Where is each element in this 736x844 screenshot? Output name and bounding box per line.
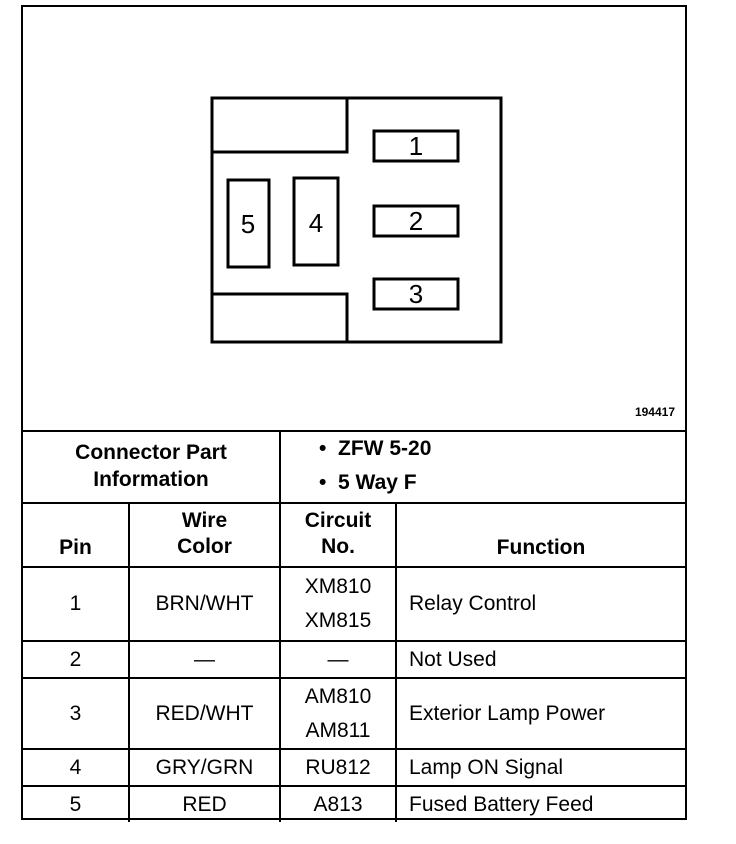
pin-1-terminal xyxy=(372,129,460,163)
wire-color-cell: BRN/WHT xyxy=(128,566,281,642)
connector-body xyxy=(210,96,503,344)
header-pin: Pin xyxy=(23,502,130,568)
connector-info-row: Connector Part Information • ZFW 5-20 • … xyxy=(23,430,685,504)
pin-cell: 4 xyxy=(23,748,130,787)
pin-5-terminal xyxy=(226,178,271,269)
circuit-cell: XM810 XM815 xyxy=(279,566,397,642)
diagram-reference-code: 194417 xyxy=(634,405,675,419)
circuit-cell: — xyxy=(279,640,397,679)
connector-info-label: Connector Part Information xyxy=(23,430,281,504)
connector-info-values: • ZFW 5-20 • 5 Way F xyxy=(279,430,685,504)
circuit-cell: A813 xyxy=(279,785,397,822)
pin-cell: 2 xyxy=(23,640,130,679)
connector-diagram: 1 2 3 4 5 194417 xyxy=(23,7,685,432)
circuit-cell: RU812 xyxy=(279,748,397,787)
connector-notch-top xyxy=(212,98,349,154)
pin-cell: 1 xyxy=(23,566,130,642)
pin-2-terminal xyxy=(372,204,460,238)
pin-3-terminal xyxy=(372,277,460,311)
connector-frame: 1 2 3 4 5 194417 Connector Part Inform xyxy=(21,5,687,822)
table-row: 2 — — Not Used xyxy=(23,640,685,679)
function-cell: Relay Control xyxy=(395,566,685,642)
function-cell: Fused Battery Feed xyxy=(395,785,685,822)
connector-info-label-line1: Connector Part xyxy=(75,441,227,464)
pin-3-label: 3 xyxy=(409,279,423,309)
wire-color-cell: RED xyxy=(128,785,281,822)
pin-2-label: 2 xyxy=(409,206,423,236)
function-cell: Not Used xyxy=(395,640,685,679)
connector-info-item: • 5 Way F xyxy=(319,471,417,494)
connector-face-drawing: 1 2 3 4 5 xyxy=(210,96,503,344)
wire-color-cell: GRY/GRN xyxy=(128,748,281,787)
connector-info-label-line2: Information xyxy=(93,468,209,491)
function-cell: Exterior Lamp Power xyxy=(395,677,685,750)
wire-color-cell: RED/WHT xyxy=(128,677,281,750)
pin-4-label: 4 xyxy=(309,208,323,238)
connector-notch-bottom xyxy=(212,292,349,342)
header-circuit-no: Circuit No. xyxy=(279,502,397,568)
table-row: 4 GRY/GRN RU812 Lamp ON Signal xyxy=(23,748,685,787)
pin-4-terminal xyxy=(292,176,340,267)
pin-5-label: 5 xyxy=(241,209,255,239)
header-wire-color: Wire Color xyxy=(128,502,281,568)
header-function: Function xyxy=(395,502,685,568)
function-cell: Lamp ON Signal xyxy=(395,748,685,787)
table-header-row: Pin Wire Color Circuit No. Function xyxy=(23,502,685,568)
pin-cell: 3 xyxy=(23,677,130,750)
pin-1-label: 1 xyxy=(409,131,423,161)
connector-info-item: • ZFW 5-20 xyxy=(319,437,432,460)
wire-color-cell: — xyxy=(128,640,281,679)
circuit-cell: AM810 AM811 xyxy=(279,677,397,750)
table-row: 1 BRN/WHT XM810 XM815 Relay Control xyxy=(23,566,685,642)
table-row: 3 RED/WHT AM810 AM811 Exterior Lamp Powe… xyxy=(23,677,685,750)
pinout-table: Connector Part Information • ZFW 5-20 • … xyxy=(23,430,685,822)
pin-cell: 5 xyxy=(23,785,130,822)
table-row: 5 RED A813 Fused Battery Feed xyxy=(23,785,685,822)
